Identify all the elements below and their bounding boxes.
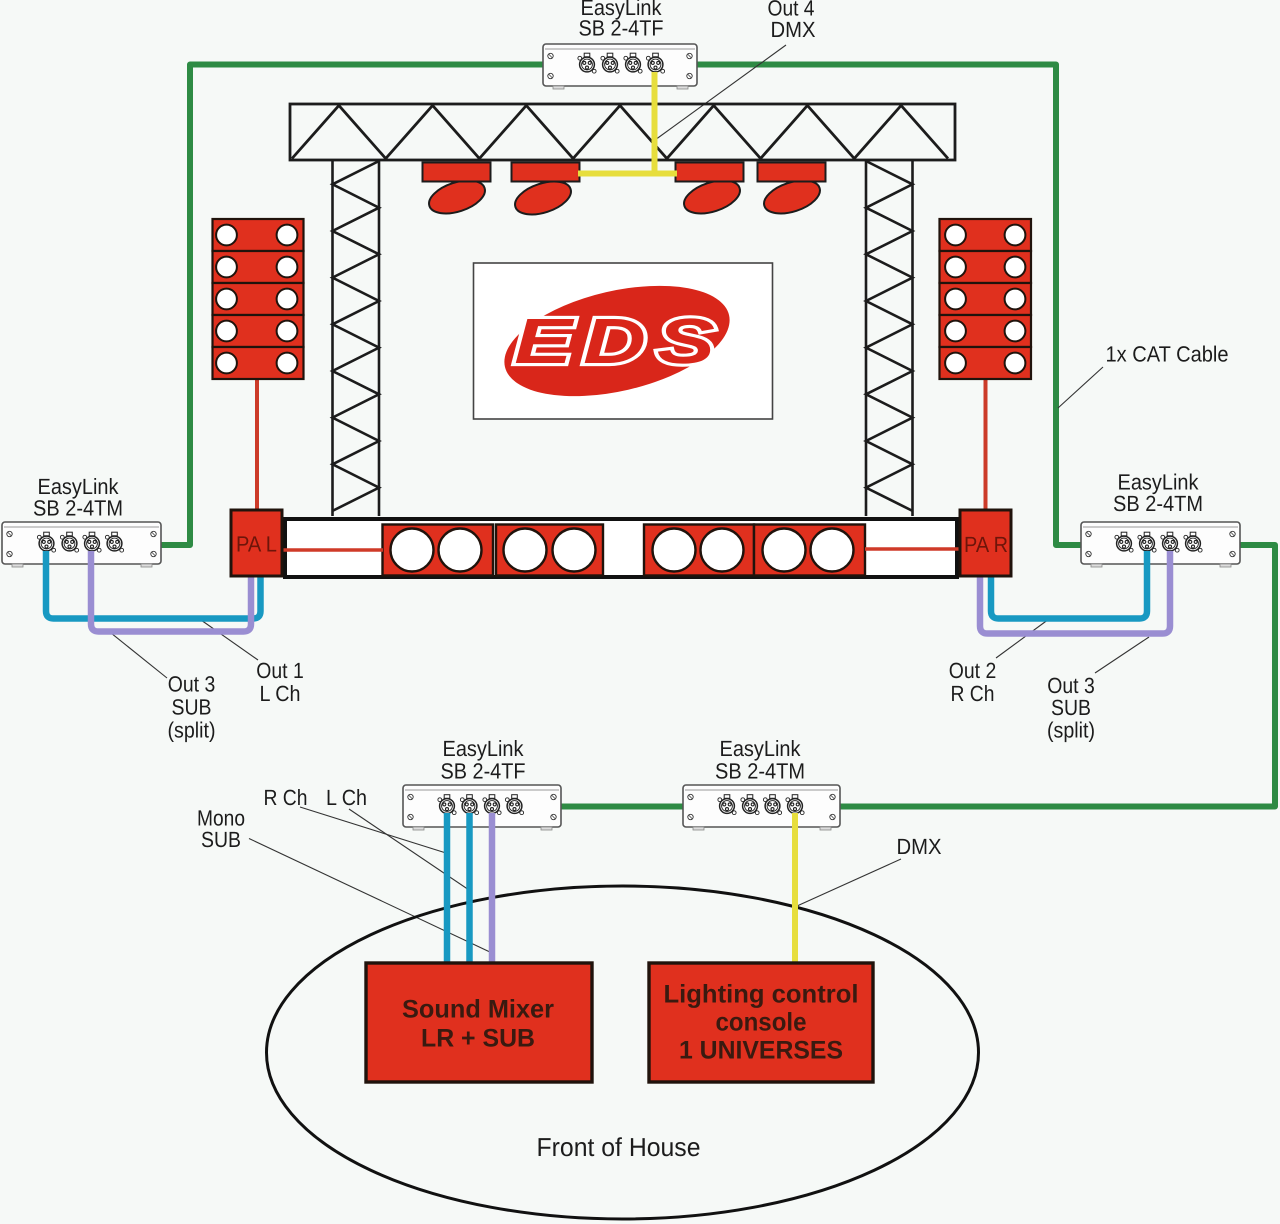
svg-text:R Ch: R Ch [951,681,995,706]
svg-text:1x CAT Cable: 1x CAT Cable [1106,342,1229,367]
svg-text:PA R: PA R [964,532,1008,557]
svg-text:SB 2-4TM: SB 2-4TM [33,496,123,521]
svg-text:LR + SUB: LR + SUB [421,1025,535,1053]
svg-text:1 UNIVERSES: 1 UNIVERSES [679,1037,843,1065]
svg-text:SUB: SUB [172,695,212,720]
svg-text:SUB: SUB [201,827,241,852]
svg-text:Out 3: Out 3 [168,672,216,697]
svg-text:EasyLink: EasyLink [720,736,802,761]
svg-text:L Ch: L Ch [260,681,301,706]
svg-text:Out 3: Out 3 [1047,673,1095,698]
svg-text:R Ch: R Ch [264,785,308,810]
svg-text:EDS: EDS [514,305,726,377]
svg-text:EasyLink: EasyLink [443,736,525,761]
svg-text:Mono: Mono [197,806,245,831]
svg-text:EasyLink: EasyLink [1118,470,1200,495]
svg-text:Lighting control: Lighting control [664,981,859,1009]
svg-text:Sound Mixer: Sound Mixer [402,996,554,1024]
svg-text:SB 2-4TF: SB 2-4TF [441,759,526,784]
svg-text:(split): (split) [1047,718,1095,743]
svg-text:Out 1: Out 1 [256,658,304,683]
svg-text:Front of House: Front of House [537,1132,701,1162]
svg-text:console: console [716,1009,807,1037]
svg-text:EasyLink: EasyLink [581,0,663,20]
svg-text:EasyLink: EasyLink [38,474,120,499]
svg-text:DMX: DMX [771,17,816,42]
svg-text:Out 4: Out 4 [768,0,815,21]
svg-text:L Ch: L Ch [326,785,367,810]
svg-text:PA L: PA L [236,532,277,557]
svg-text:SB 2-4TM: SB 2-4TM [715,759,805,784]
svg-text:Out 2: Out 2 [949,658,997,683]
svg-text:SB 2-4TF: SB 2-4TF [579,16,664,41]
svg-text:(split): (split) [168,718,216,743]
svg-text:SB 2-4TM: SB 2-4TM [1113,491,1203,516]
svg-text:SUB: SUB [1051,695,1091,720]
svg-text:DMX: DMX [897,834,942,859]
